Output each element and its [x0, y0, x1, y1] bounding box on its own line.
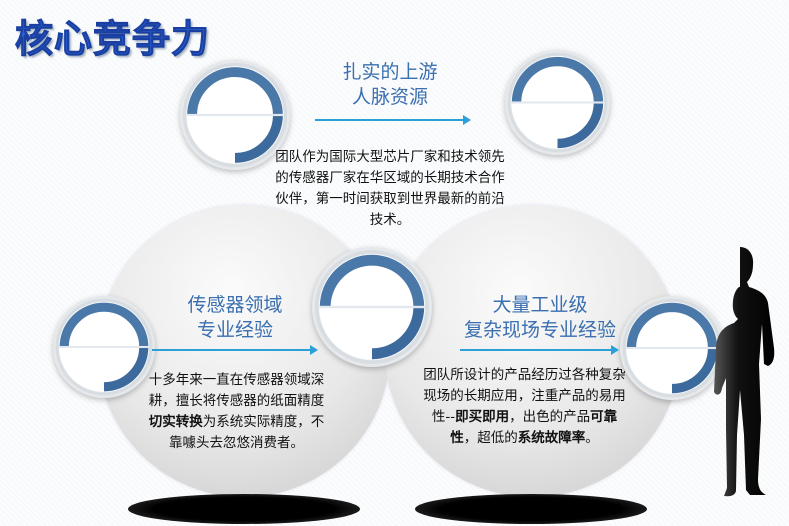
text: 团队所设计的产品经历过各种复杂现场的长期应用，注重产品的易用性--: [423, 367, 626, 425]
text: ，超低的: [463, 430, 518, 446]
bold-text: 切实转换: [148, 414, 203, 430]
top-text: 团队作为国际大型芯片厂家和技术领先的传感器厂家在华区域的长期技术合作伙伴，第一时…: [275, 149, 505, 228]
right-shadow: [415, 494, 647, 524]
businessman-silhouette: [714, 247, 775, 497]
arrow-right: [460, 345, 619, 355]
heading-line: 专业经验: [196, 319, 273, 341]
text: 。: [585, 430, 599, 446]
text: 为系统实际精度，不靠噱头去忽悠消费者。: [169, 414, 325, 451]
heading-line: 复杂现场专业经验: [463, 319, 616, 341]
text: 十多年来一直在传感器领域深耕，擅长将传感器的纸面精度: [148, 372, 325, 409]
bold-text: 可靠性: [450, 409, 618, 446]
arrow-left: [152, 345, 318, 355]
bold-text: 系统故障率: [517, 430, 586, 446]
arrow-top: [315, 115, 471, 125]
text: ，出色的产品: [509, 409, 591, 425]
heading-line: 传感器领域: [187, 294, 283, 316]
ring-icon: [180, 60, 290, 170]
ring-icon: [505, 50, 610, 155]
heading-line: 人脉资源: [351, 86, 428, 108]
ring-icon: [620, 296, 724, 400]
right-heading: 大量工业级 复杂现场专业经验: [440, 293, 640, 343]
ring-icon: [312, 247, 432, 367]
heading-line: 大量工业级: [492, 294, 588, 316]
heading-line: 扎实的上游: [342, 61, 438, 83]
left-heading: 传感器领域 专业经验: [150, 293, 320, 343]
left-text: 十多年来一直在传感器领域深耕，擅长将传感器的纸面精度切实转换为系统实际精度，不靠…: [144, 370, 329, 454]
bold-text: 即买即用: [455, 409, 510, 425]
slide-title: 核心竞争力: [14, 17, 211, 62]
right-text: 团队所设计的产品经历过各种复杂现场的长期应用，注重产品的易用性--即买即用，出色…: [422, 365, 627, 449]
top-heading: 扎实的上游 人脉资源: [300, 60, 480, 110]
ring-icon: [53, 296, 155, 398]
left-shadow: [128, 494, 360, 524]
